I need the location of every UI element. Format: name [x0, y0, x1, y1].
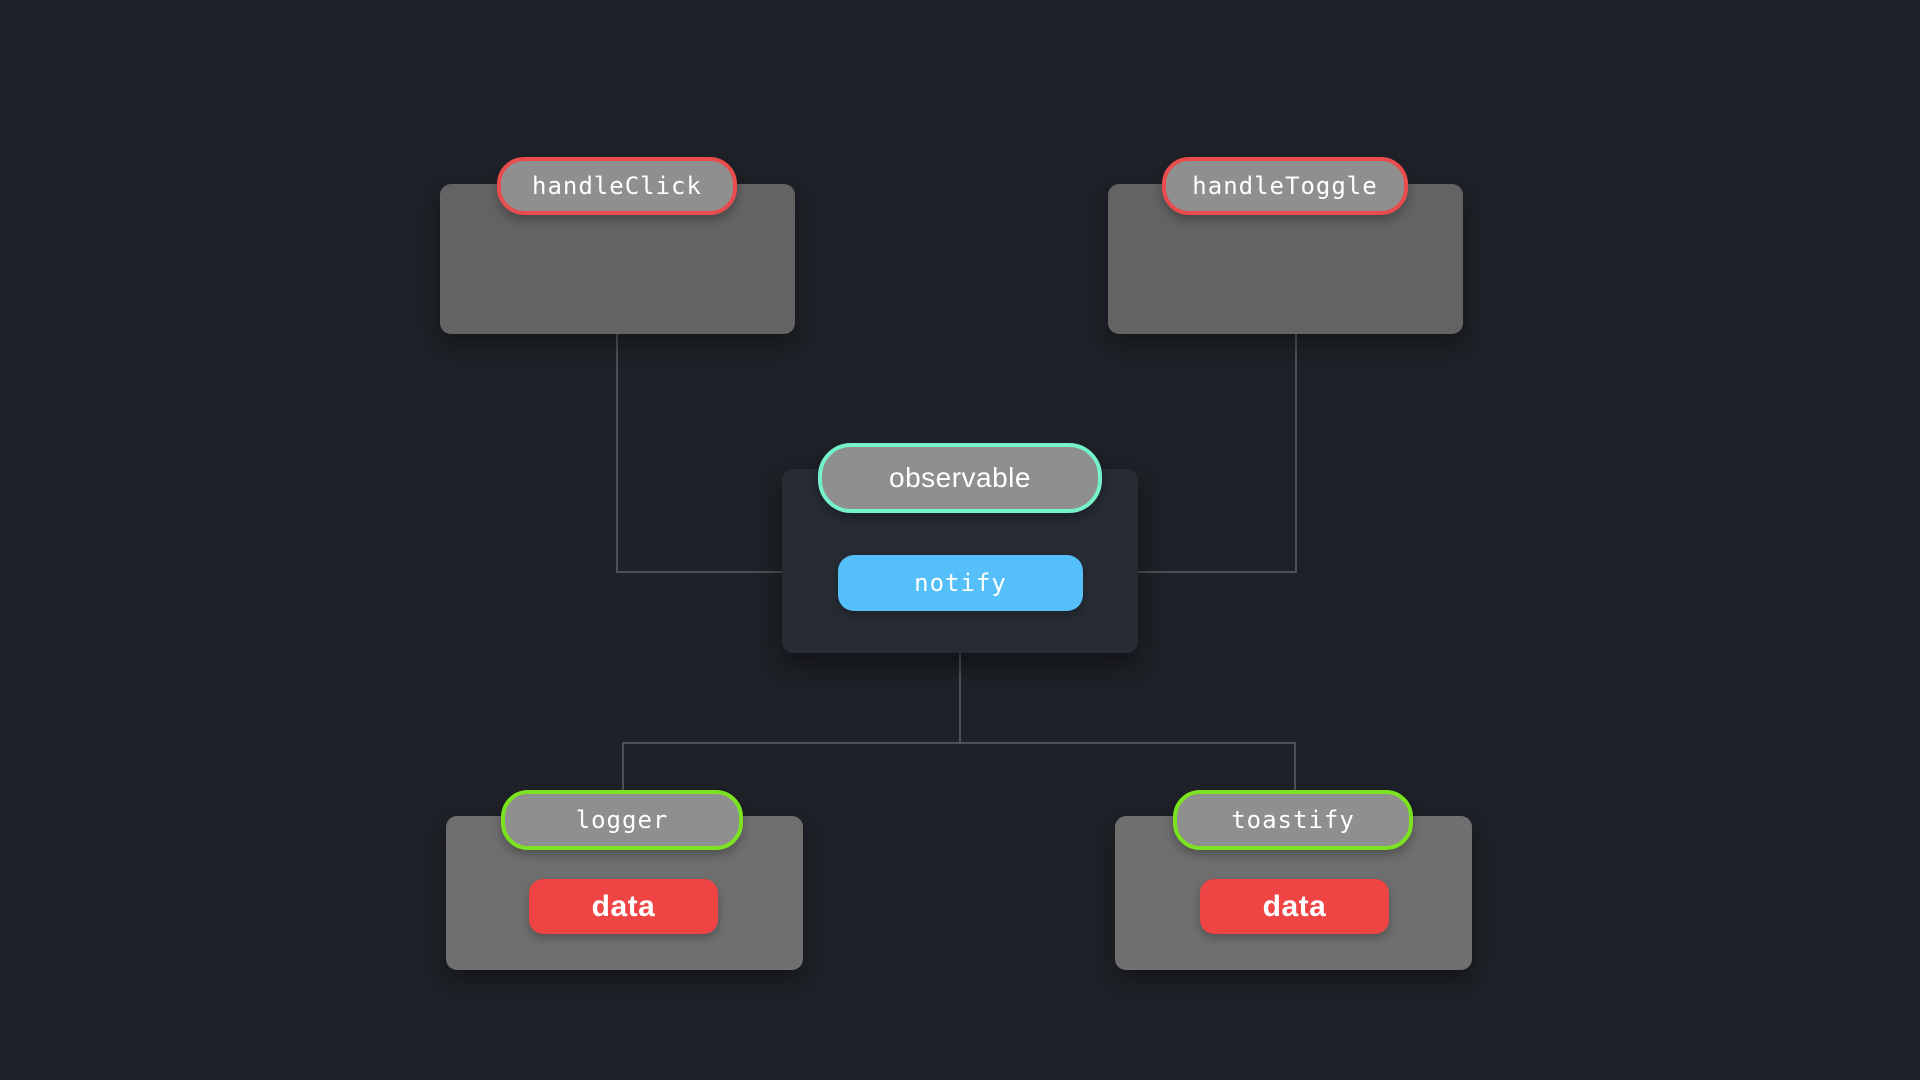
node-observable-label: observable [889, 462, 1031, 493]
node-toastify-label-pill: toastify [1173, 790, 1413, 850]
logger-data-button-label: data [591, 889, 656, 923]
toastify-data-button-label: data [1262, 889, 1327, 923]
node-logger-label: logger [575, 806, 669, 834]
connector-handletoggle-vertical [1295, 334, 1297, 572]
node-handleclick-label: handleClick [532, 172, 702, 200]
node-observable-label-pill: observable [818, 443, 1102, 513]
connector-handleclick-horizontal [616, 571, 783, 573]
connector-observable-vertical [959, 653, 961, 743]
logger-data-button[interactable]: data [529, 879, 718, 934]
node-handleclick-label-pill: handleClick [497, 157, 737, 215]
connector-handletoggle-horizontal [1138, 571, 1297, 573]
node-handletoggle-label: handleToggle [1192, 172, 1378, 200]
toastify-data-button[interactable]: data [1200, 879, 1389, 934]
node-logger-label-pill: logger [501, 790, 743, 850]
node-toastify-label: toastify [1231, 806, 1355, 834]
connector-logger-drop [622, 742, 624, 794]
connector-toastify-drop [1294, 742, 1296, 794]
node-handletoggle-label-pill: handleToggle [1162, 157, 1408, 215]
connector-handleclick-vertical [616, 334, 618, 572]
notify-button[interactable]: notify [838, 555, 1083, 611]
connector-subscribers-horizontal [622, 742, 1296, 744]
notify-button-label: notify [914, 569, 1007, 597]
